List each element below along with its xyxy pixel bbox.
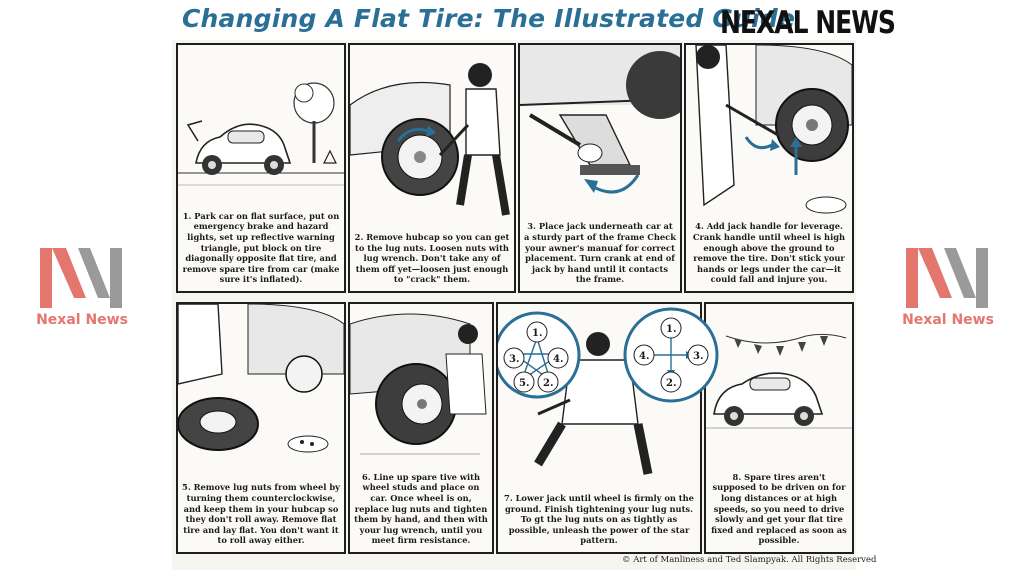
step-4-panel: 4. Add jack handle for leverage. Crank h… — [684, 43, 854, 293]
parked-car-illustration — [178, 82, 344, 186]
step-1-panel: 1. Park car on flat surface, put on emer… — [176, 43, 346, 293]
remove-lug-nuts-illustration — [178, 304, 344, 453]
nn-monogram-icon — [40, 248, 122, 308]
logo-text: Nexal News — [36, 312, 128, 328]
step-6-panel: 6. Line up spare tive with wheel studs a… — [348, 302, 494, 554]
four-lug-label: 3. — [693, 351, 703, 362]
page-title: Changing A Flat Tire: The Illustrated Gu… — [182, 4, 796, 33]
drive-away-illustration — [706, 333, 852, 429]
masthead-logo: NEXAL NEWS — [720, 4, 896, 41]
step-6-caption: 6. Line up spare tive with wheel studs a… — [354, 471, 488, 546]
five-lug-label: 3. — [509, 354, 519, 365]
step-4-caption: 4. Add jack handle for leverage. Crank h… — [692, 221, 846, 285]
place-jack-illustration — [520, 45, 680, 194]
four-lug-label: 2. — [666, 378, 676, 389]
step-5-panel: 5. Remove lug nuts from wheel by turning… — [176, 302, 346, 554]
nexal-logo-left: Nexal News — [22, 238, 142, 348]
step-2-panel: 2. Remove hubcap so you can get to the l… — [348, 43, 516, 293]
four-lug-label: 1. — [666, 324, 676, 335]
step-7-caption: 7. Lower jack until wheel is firmly on t… — [504, 493, 694, 546]
step-1-caption: 1. Park car on flat surface, put on emer… — [182, 210, 340, 285]
remove-hubcap-illustration — [350, 63, 510, 216]
step-2-caption: 2. Remove hubcap so you can get to the l… — [354, 232, 510, 285]
mount-spare-illustration — [350, 313, 487, 455]
star-pattern-four-lug-diagram: 1. 2. 3. 4. — [623, 307, 719, 403]
nexal-logo-right: Nexal News — [888, 238, 1008, 348]
crank-jack-illustration — [695, 45, 852, 214]
four-lug-label: 4. — [639, 351, 649, 362]
step-5-caption: 5. Remove lug nuts from wheel by turning… — [182, 482, 340, 546]
step-8-caption: 8. Spare tires aren't supposed to be dri… — [711, 471, 847, 546]
nn-monogram-icon — [906, 248, 988, 308]
copyright-credit: © Art of Manliness and Ted Slampyak. All… — [622, 555, 877, 565]
five-lug-label: 1. — [532, 328, 542, 339]
tighten-lug-nuts-illustration — [534, 332, 653, 475]
five-lug-label: 2. — [543, 378, 553, 389]
step-3-caption: 3. Place jack underneath car at a sturdy… — [524, 221, 676, 285]
logo-text: Nexal News — [902, 312, 994, 328]
star-pattern-five-lug-diagram: 1. 2. 3. 4. 5. — [498, 311, 581, 399]
five-lug-label: 4. — [553, 354, 563, 365]
five-lug-label: 5. — [519, 378, 529, 389]
step-3-panel: 3. Place jack underneath car at a sturdy… — [518, 43, 682, 293]
step-8-panel: 8. Spare tires aren't supposed to be dri… — [704, 302, 854, 554]
step-7-panel: 1. 2. 3. 4. 5. 7. Lower jack until wheel… — [496, 302, 702, 554]
